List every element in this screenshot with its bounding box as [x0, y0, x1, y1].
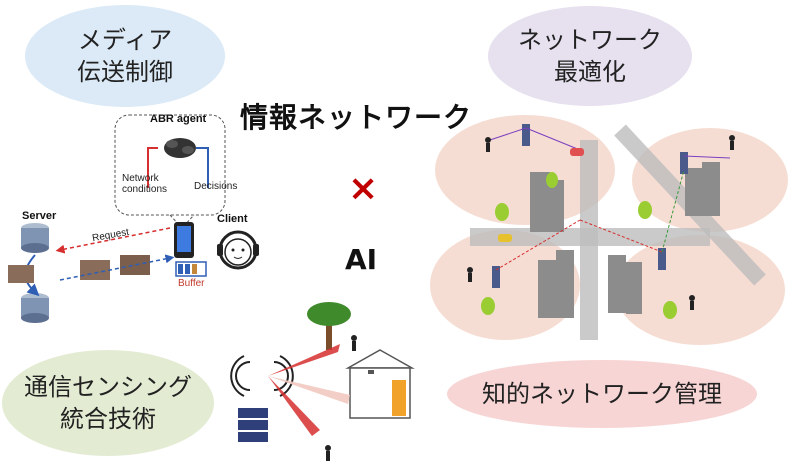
buffer-icon	[175, 261, 207, 277]
server-icon-top	[21, 223, 49, 253]
house-icon	[345, 349, 415, 419]
person-icon	[325, 445, 331, 461]
city-network-illustration	[430, 115, 788, 345]
video-frame	[8, 265, 34, 283]
network-management-bubble: 知的ネットワーク管理	[447, 360, 757, 428]
isac-line2: 統合技術	[60, 405, 156, 433]
blue-line	[196, 147, 209, 188]
times-symbol: ×	[348, 168, 379, 209]
person-icon	[351, 335, 357, 351]
client-label: Client	[217, 213, 248, 225]
isac-illustration	[230, 302, 415, 461]
sensing-beam	[268, 344, 340, 376]
center-title: 情報ネットワーク	[240, 101, 473, 134]
isac-line1: 通信センシング	[24, 373, 192, 401]
car-icon	[570, 148, 584, 156]
video-frame	[120, 255, 150, 275]
video-frame	[80, 260, 110, 280]
server-stack-icon	[238, 408, 268, 442]
response-arrow	[59, 254, 175, 281]
network-optimization-bubble: ネットワーク 最適化	[488, 6, 692, 106]
netopt-line2: 最適化	[554, 58, 626, 86]
server-label: Server	[22, 210, 57, 222]
car-icon	[498, 234, 512, 242]
cell-area	[435, 115, 615, 225]
people-group	[467, 135, 735, 310]
tree-icon	[307, 302, 351, 350]
tree-group	[481, 172, 677, 319]
link-group	[489, 127, 731, 159]
radar-waves-icon	[230, 355, 294, 397]
network-conditions-line2: conditions	[122, 184, 168, 195]
red-line	[147, 147, 158, 188]
dashed-link-group	[495, 219, 663, 271]
base-station-group	[492, 124, 688, 288]
buffer-label: Buffer	[178, 278, 205, 289]
client-headset-icon	[217, 230, 259, 270]
decisions-label: Decisions	[194, 181, 238, 192]
media-line2: 伝送制御	[77, 58, 173, 86]
abr-agent-label: ABR agent	[150, 113, 207, 125]
ai-label: AI	[345, 243, 378, 276]
brain-icon	[164, 138, 196, 158]
sensing-beam	[268, 376, 320, 436]
isac-bubble: 通信センシング 統合技術	[2, 350, 214, 456]
media-line1: メディア	[77, 26, 173, 54]
network-conditions-label: Network conditions	[122, 173, 167, 195]
smartphone-icon	[174, 222, 194, 258]
green-link-group	[661, 169, 685, 253]
media-transmission-bubble: メディア 伝送制御	[25, 5, 225, 107]
netopt-line1: ネットワーク	[518, 26, 662, 54]
sensing-beam	[268, 376, 350, 404]
server-icon-bottom	[21, 293, 49, 323]
request-arrow	[55, 227, 171, 254]
mgmt-line1: 知的ネットワーク管理	[482, 380, 722, 408]
building-group	[530, 162, 720, 318]
road	[580, 140, 598, 340]
network-conditions-line1: Network	[122, 173, 159, 184]
abr-illustration	[8, 114, 259, 323]
abr-agent-box	[114, 114, 226, 216]
